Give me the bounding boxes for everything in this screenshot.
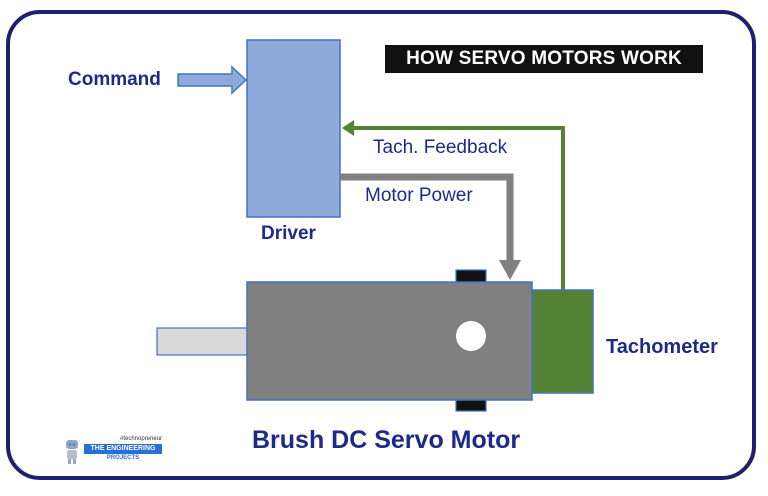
logo-brand-line2: PROJECTS — [106, 455, 140, 461]
motor-power-arrowhead — [499, 260, 521, 280]
tach-feedback-line — [352, 126, 565, 290]
logo-brand-line1: THE ENGINEERING — [84, 444, 162, 454]
tachometer-label: Tachometer — [606, 336, 718, 358]
robot-icon — [66, 440, 78, 464]
diagram-frame — [6, 10, 756, 480]
motor-name-label: Brush DC Servo Motor — [252, 426, 521, 454]
driver-label: Driver — [261, 223, 316, 244]
brand-logo: #technopreneur THE ENGINEERING PROJECTS — [62, 436, 162, 466]
page-title: HOW SERVO MOTORS WORK — [385, 45, 703, 73]
motor-power-label: Motor Power — [365, 185, 473, 206]
logo-tagline: #technopreneur — [120, 436, 163, 442]
tachometer-box — [531, 289, 594, 394]
brush-top — [455, 269, 487, 284]
driver-box — [246, 39, 341, 218]
command-label: Command — [68, 69, 161, 90]
tach-feedback-arrowhead — [342, 120, 354, 136]
motor-body — [246, 281, 533, 401]
motor-power-line — [340, 173, 514, 262]
command-arrow — [177, 65, 248, 95]
motor-hole — [456, 321, 486, 351]
tach-feedback-label: Tach. Feedback — [373, 137, 508, 158]
motor-shaft — [156, 327, 250, 356]
